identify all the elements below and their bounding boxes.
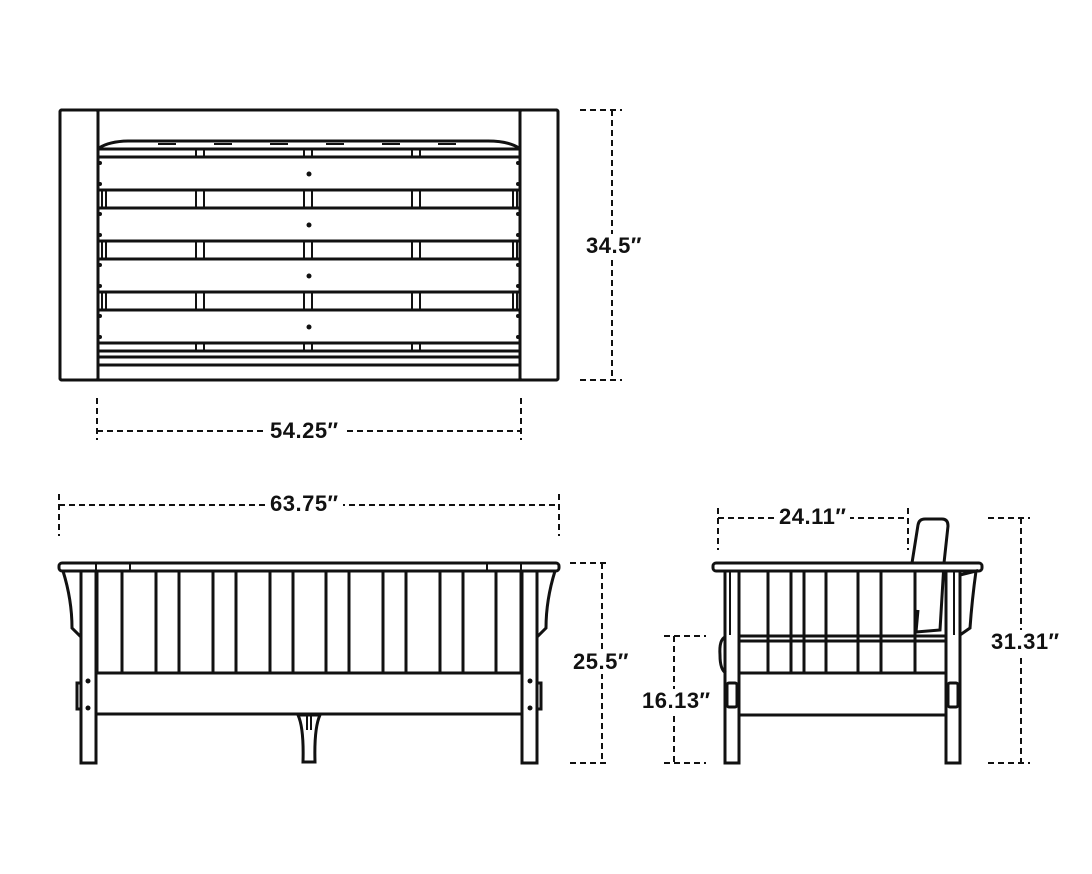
seat-depth-label: 24.11″ xyxy=(775,505,851,529)
side-view xyxy=(711,517,984,765)
top-depth-label: 34.5″ xyxy=(582,234,646,258)
seat-width-label: 54.25″ xyxy=(266,419,343,443)
arm-height-label: 25.5″ xyxy=(569,650,633,674)
overall-height-label: 31.31″ xyxy=(987,630,1064,654)
overall-width-label: 63.75″ xyxy=(266,492,343,516)
front-view xyxy=(57,561,561,765)
seat-height-label: 16.13″ xyxy=(638,689,715,713)
top-view xyxy=(58,108,560,382)
